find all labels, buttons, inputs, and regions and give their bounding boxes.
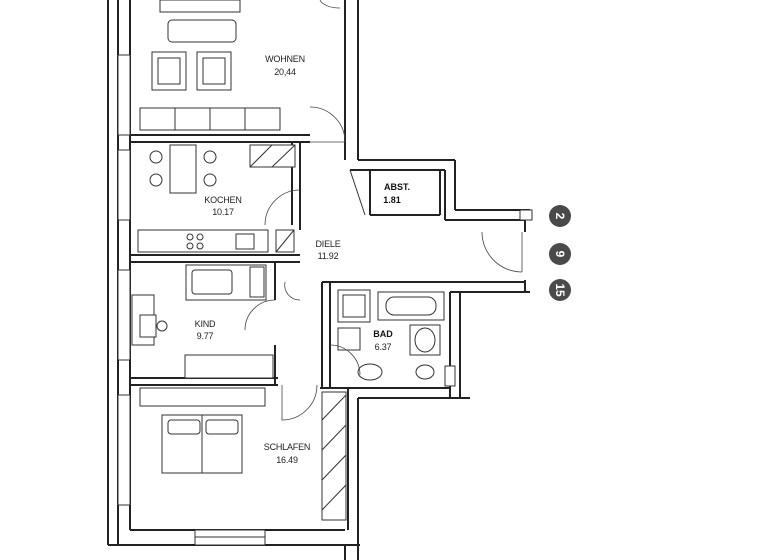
room-name-diele: DIELE xyxy=(315,239,340,249)
windows xyxy=(117,54,266,546)
room-name-abst: ABST. xyxy=(384,182,410,192)
room-area-bad: 6.37 xyxy=(375,342,392,352)
entrance-door xyxy=(481,209,533,273)
room-name-bad: BAD xyxy=(373,329,393,339)
room-labels: WOHNEN 20,44 KOCHEN 10.17 DIELE 11.92 AB… xyxy=(195,54,410,465)
room-name-kochen: KOCHEN xyxy=(204,195,241,205)
unit-marker-circle xyxy=(549,205,571,227)
room-name-schlafen: SCHLAFEN xyxy=(264,442,310,452)
unit-marker-label: 15 xyxy=(553,283,567,297)
kochen-furniture xyxy=(137,144,301,253)
unit-marker-circle xyxy=(549,243,571,265)
room-area-kochen: 10.17 xyxy=(212,207,234,217)
unit-marker-label: 9 xyxy=(553,251,567,258)
room-name-wohnen: WOHNEN xyxy=(265,54,305,64)
unit-marker-circle xyxy=(549,279,571,301)
room-area-wohnen: 20,44 xyxy=(274,67,296,77)
room-area-diele: 11.92 xyxy=(318,251,339,261)
schlafen-furniture xyxy=(139,384,347,521)
kind-furniture xyxy=(131,264,301,379)
room-name-kind: KIND xyxy=(195,319,216,329)
room-area-kind: 9.77 xyxy=(197,331,214,341)
room-area-abst: 1.81 xyxy=(383,195,401,205)
unit-markers: 2 9 15 xyxy=(549,205,571,301)
unit-marker-label: 2 xyxy=(553,213,567,220)
interior-walls xyxy=(130,134,441,389)
bad-fixtures xyxy=(329,289,456,387)
room-area-schlafen: 16.49 xyxy=(276,455,298,465)
wohnen-furniture xyxy=(139,0,346,143)
